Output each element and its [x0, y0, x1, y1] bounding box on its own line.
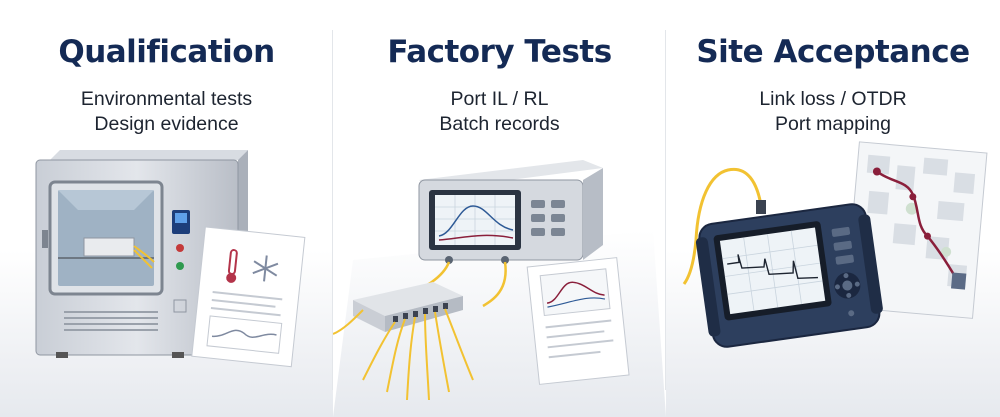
panel-line-2: Port mapping — [775, 113, 891, 135]
panel-title: Site Acceptance — [696, 34, 970, 70]
site-acceptance-illustration — [666, 141, 1000, 417]
panel-divider — [665, 30, 666, 390]
document-icon — [526, 257, 630, 385]
panel-line-2: Design evidence — [94, 113, 239, 135]
site-map — [844, 141, 988, 319]
splitter-module — [333, 282, 474, 401]
panel-line-1: Link loss / OTDR — [759, 88, 907, 110]
panel-title: Factory Tests — [387, 34, 612, 70]
test-instrument — [418, 160, 603, 264]
document-icon — [191, 226, 306, 368]
thermometer-icon — [226, 249, 238, 283]
qualification-illustration — [0, 150, 333, 417]
panel-qualification: Qualification Environmental tests Design… — [0, 0, 333, 417]
panel-divider — [332, 30, 333, 390]
panel-line-1: Environmental tests — [80, 88, 253, 110]
panel-line-1: Port IL / RL — [450, 88, 549, 110]
otdr-handheld — [695, 203, 883, 348]
factory-tests-illustration — [333, 160, 666, 417]
panel-site-acceptance: Site Acceptance Link loss / OTDR Port ma… — [666, 0, 1000, 417]
panel-factory-tests: Factory Tests Port IL / RL Batch records — [333, 0, 666, 417]
snowflake-icon — [252, 255, 279, 282]
panel-title: Qualification — [58, 34, 275, 70]
panel-line-2: Batch records — [439, 113, 560, 135]
